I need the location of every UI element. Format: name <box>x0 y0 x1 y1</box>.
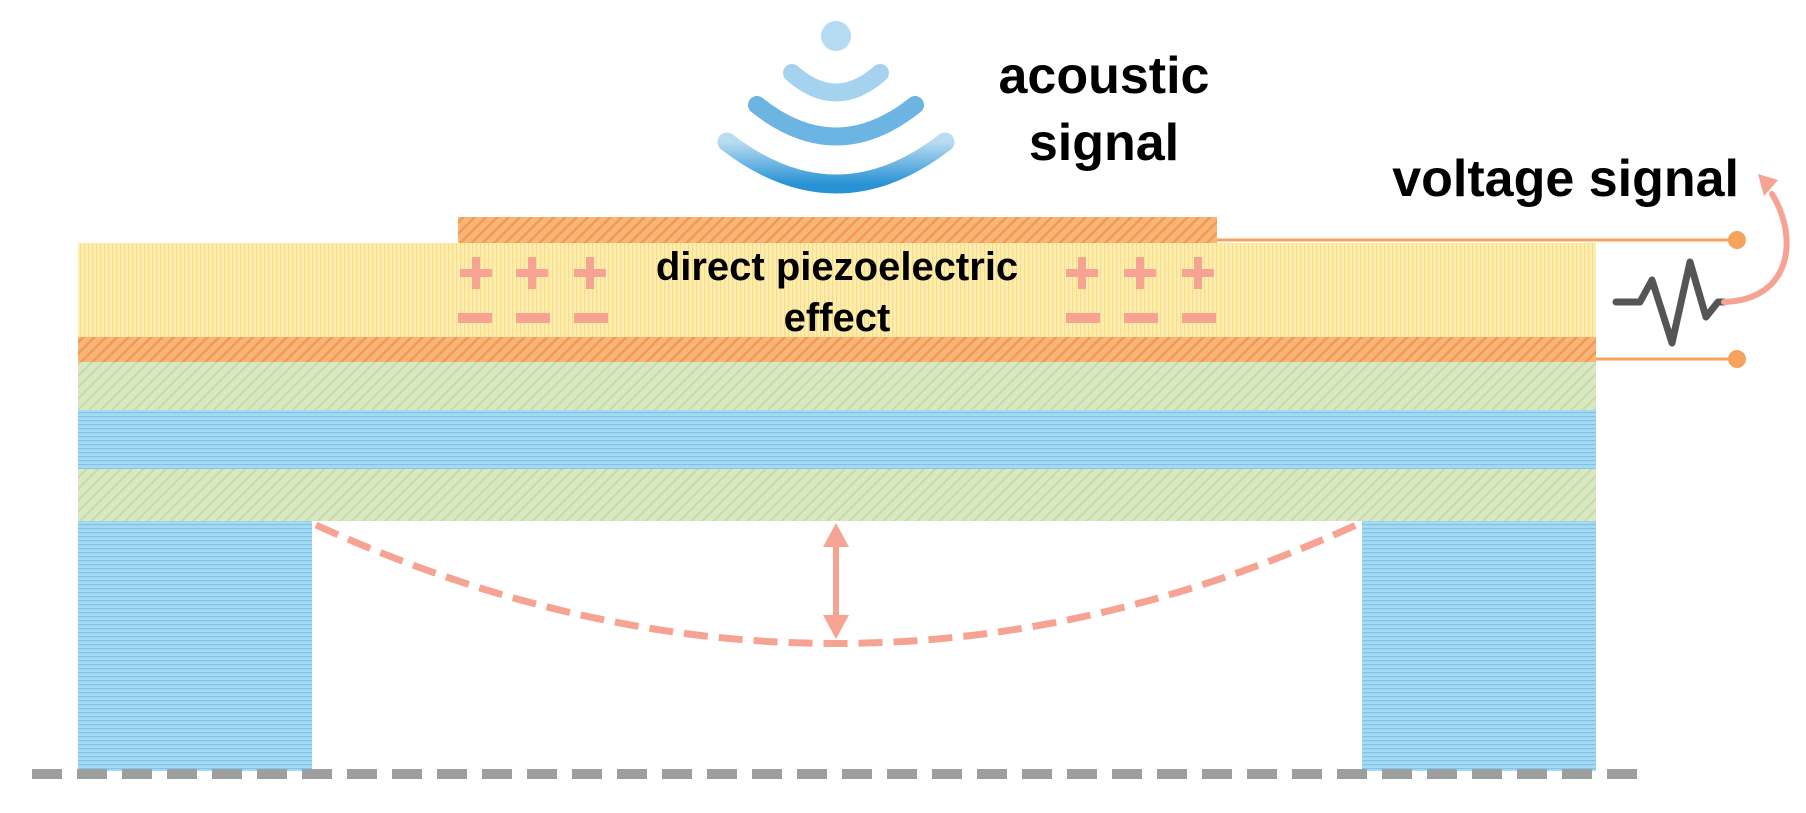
bottom-terminal <box>1728 350 1746 368</box>
support-pillar-left <box>78 521 312 771</box>
top-terminal <box>1728 231 1746 249</box>
plus-sign <box>574 257 606 289</box>
plus-sign <box>1182 257 1214 289</box>
acoustic-label-line2: signal <box>1029 114 1179 172</box>
plus-sign <box>516 257 548 289</box>
plus-sign <box>1124 257 1156 289</box>
minus-sign <box>1124 313 1158 323</box>
effect-label-line2: effect <box>784 296 891 340</box>
membrane-deflection-curve <box>314 521 1358 647</box>
charges-left <box>458 257 608 323</box>
minus-sign <box>458 313 492 323</box>
double-arrow-icon <box>823 523 849 639</box>
arrow-head <box>1758 174 1778 196</box>
minus-sign <box>574 313 608 323</box>
effect-label-line1: direct piezoelectric <box>656 245 1018 289</box>
elastic-layer-bottom <box>78 469 1596 521</box>
plus-sign <box>460 257 492 289</box>
support-pillar-right <box>1362 521 1596 771</box>
minus-sign <box>1066 313 1100 323</box>
output-curved-arrow <box>1721 191 1790 305</box>
minus-sign <box>516 313 550 323</box>
voltage-label: voltage signal <box>1392 150 1739 208</box>
sound-wave-icon <box>717 21 955 194</box>
acoustic-label-line1: acoustic <box>999 47 1210 105</box>
plus-sign <box>1066 257 1098 289</box>
piezoelectric-layer <box>78 243 1596 337</box>
resistor-zigzag-icon <box>1612 258 1728 347</box>
bottom-electrode <box>78 337 1596 362</box>
substrate-layer <box>78 410 1596 469</box>
charges-right <box>1066 257 1216 323</box>
minus-sign <box>1182 313 1216 323</box>
elastic-layer-top <box>78 362 1596 410</box>
top-electrode <box>458 217 1217 243</box>
